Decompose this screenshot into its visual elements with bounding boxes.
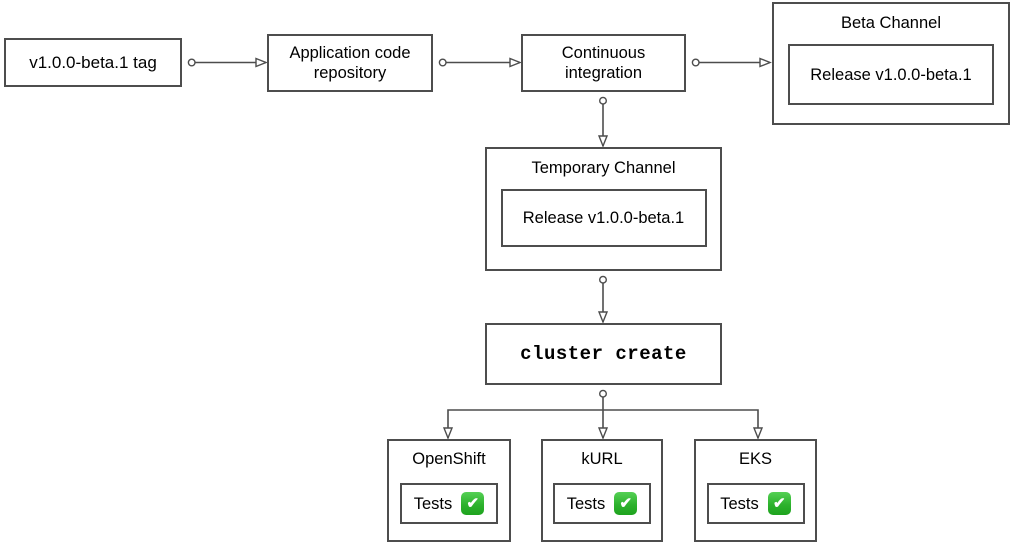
node-openshift: OpenShift Tests ✔ (387, 439, 511, 542)
eks-tests-label: Tests (720, 494, 759, 513)
node-application-code-repository: Application code repository (267, 34, 433, 92)
temporary-channel-release-box: Release v1.0.0-beta.1 (500, 189, 707, 247)
openshift-tests-box: Tests ✔ (400, 483, 498, 524)
openshift-title: OpenShift (412, 450, 486, 468)
check-icon: ✔ (461, 492, 485, 515)
node-kurl: kURL Tests ✔ (541, 439, 663, 542)
check-icon: ✔ (767, 492, 791, 515)
eks-tests-box: Tests ✔ (706, 483, 805, 524)
node-eks: EKS Tests ✔ (694, 439, 817, 542)
node-version-tag-label: v1.0.0-beta.1 tag (29, 52, 157, 72)
temporary-channel-title: Temporary Channel (531, 159, 676, 177)
beta-channel-release-box: Release v1.0.0-beta.1 (788, 44, 994, 105)
kurl-tests-label: Tests (566, 494, 606, 513)
kurl-title: kURL (581, 450, 623, 468)
check-icon: ✔ (614, 492, 638, 515)
node-application-code-repository-label: Application code repository (289, 44, 411, 82)
kurl-tests-box: Tests ✔ (553, 483, 651, 524)
node-beta-channel: Beta Channel Release v1.0.0-beta.1 (772, 2, 1010, 125)
node-cluster-create: cluster create (485, 323, 722, 385)
beta-channel-release-label: Release v1.0.0-beta.1 (810, 65, 972, 84)
beta-channel-title: Beta Channel (841, 14, 941, 32)
node-temporary-channel: Temporary Channel Release v1.0.0-beta.1 (485, 147, 722, 271)
node-cluster-create-label: cluster create (520, 343, 687, 365)
openshift-tests-label: Tests (413, 494, 453, 513)
node-continuous-integration-label: Continuous integration (561, 44, 646, 82)
node-version-tag: v1.0.0-beta.1 tag (4, 38, 182, 87)
node-continuous-integration: Continuous integration (521, 34, 686, 92)
eks-title: EKS (738, 450, 773, 468)
temporary-channel-release-label: Release v1.0.0-beta.1 (522, 209, 685, 227)
